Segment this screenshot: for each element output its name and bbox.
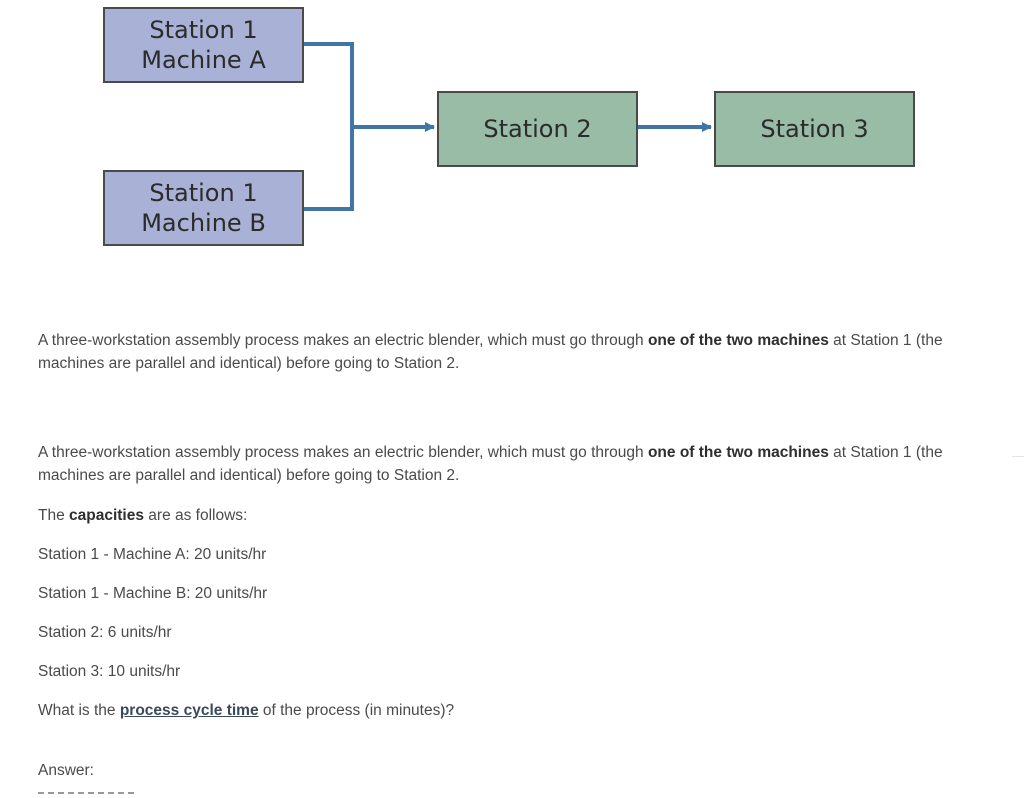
capacities-heading: The capacities are as follows: [38,504,998,527]
question-prompt-pre: What is the [38,702,120,719]
capacities-pre: The [38,507,70,524]
station-1-machine-b-line1: Station 1 [149,179,258,207]
question-prompt: What is the process cycle time of the pr… [38,699,998,722]
intro-text-2: at Station 1 (the machines are parallel … [38,332,943,372]
divider-edge [1012,456,1024,457]
station-2-label: Station 2 [483,115,592,143]
station-3-label: Station 3 [760,115,869,143]
capacities-post: are as follows: [143,507,248,524]
process-flow-diagram: Station 1 Machine A Station 1 Machine B … [0,0,1024,300]
capacity-line: Station 3: 10 units/hr [38,663,181,680]
answer-field-partial[interactable] [38,792,158,798]
capacity-line: Station 1 - Machine B: 20 units/hr [38,585,268,602]
intro-bold: one of the two machines [647,332,829,349]
process-cycle-time-link[interactable]: process cycle time [119,702,259,719]
station-3-box: Station 3 [714,91,915,167]
capacities-bold: capacities [69,507,144,524]
question-intro-paragraph: A three-workstation assembly process mak… [38,441,998,487]
station-1-machine-b-box: Station 1 Machine B [103,170,304,246]
station-1-machine-b-line2: Machine B [141,209,266,237]
capacity-line: Station 2: 6 units/hr [38,624,172,641]
station-1-machine-a-box: Station 1 Machine A [103,7,304,83]
station-2-box: Station 2 [437,91,638,167]
capacity-line: Station 1 - Machine A: 20 units/hr [38,546,267,563]
question-intro-text-2: at Station 1 (the machines are parallel … [38,444,943,484]
station-1-machine-a-line2: Machine A [141,46,266,74]
answer-label: Answer: [38,762,94,779]
station-1-machine-a-line1: Station 1 [149,16,258,44]
question-prompt-post: of the process (in minutes)? [258,702,455,719]
question-intro-text-1: A three-workstation assembly process mak… [38,444,648,461]
intro-text-1: A three-workstation assembly process mak… [38,332,648,349]
flow-connectors [304,42,712,211]
connector-machine-a [304,42,354,127]
connector-machine-b [304,127,354,211]
intro-paragraph: A three-workstation assembly process mak… [38,329,998,375]
question-intro-bold: one of the two machines [647,444,829,461]
